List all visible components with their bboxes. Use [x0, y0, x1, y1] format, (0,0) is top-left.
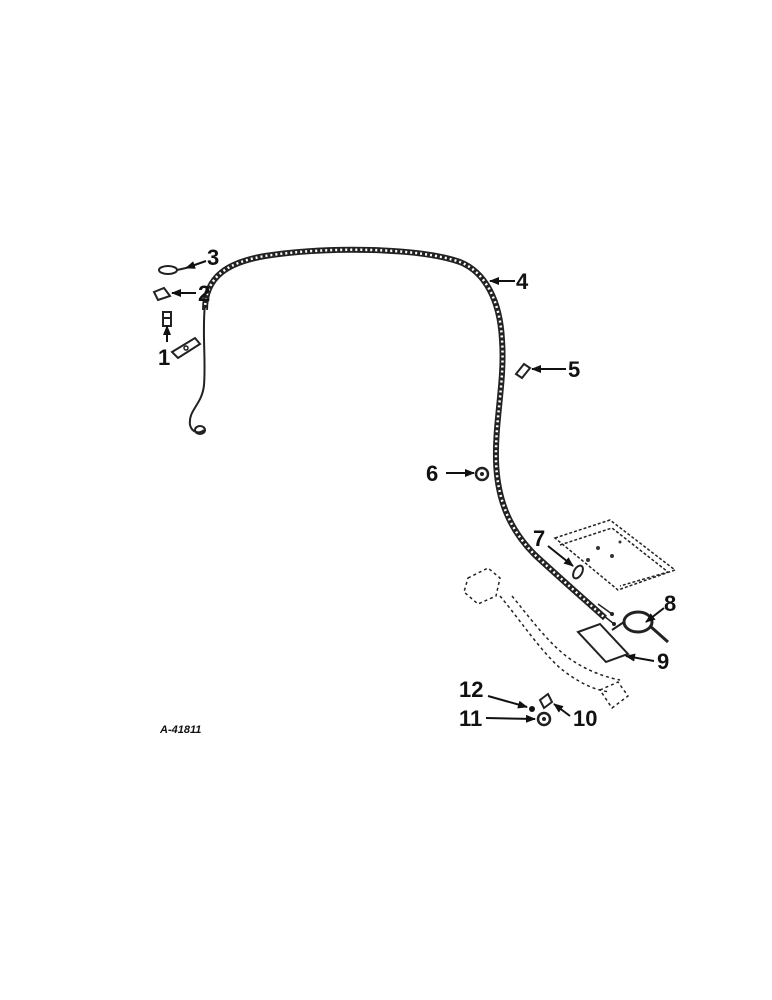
part-12-screw — [529, 706, 535, 712]
callout-9: 9 — [657, 649, 669, 674]
callout-3: 3 — [207, 245, 219, 270]
control-panel-plate — [553, 519, 677, 591]
callout-1: 1 — [158, 345, 170, 370]
wiring-harness — [202, 246, 608, 621]
part-6-grommet — [474, 466, 490, 482]
part-10-clip — [538, 692, 554, 710]
callout-5: 5 — [568, 357, 580, 382]
part-8-switch — [597, 603, 669, 644]
part-3-terminal — [158, 265, 187, 275]
callouts: 1 2 3 4 5 6 7 8 9 10 11 12 — [158, 245, 676, 731]
callout-8: 8 — [664, 591, 676, 616]
part-2-bracket — [152, 286, 172, 302]
part-11-nut — [536, 711, 552, 727]
callout-2: 2 — [198, 281, 210, 306]
part-7-clip — [572, 564, 584, 580]
dash-outline — [463, 567, 630, 710]
part-9-bracket — [576, 622, 630, 664]
lead-wire — [188, 304, 206, 435]
callout-6: 6 — [426, 461, 438, 486]
callout-11: 11 — [459, 706, 482, 731]
callout-7: 7 — [533, 526, 545, 551]
callout-12: 12 — [459, 677, 483, 702]
figure-id: A-41811 — [159, 724, 201, 736]
leader-lines — [163, 260, 665, 723]
part-5-clip — [514, 362, 532, 380]
callout-4: 4 — [516, 269, 529, 294]
callout-10: 10 — [573, 706, 597, 731]
